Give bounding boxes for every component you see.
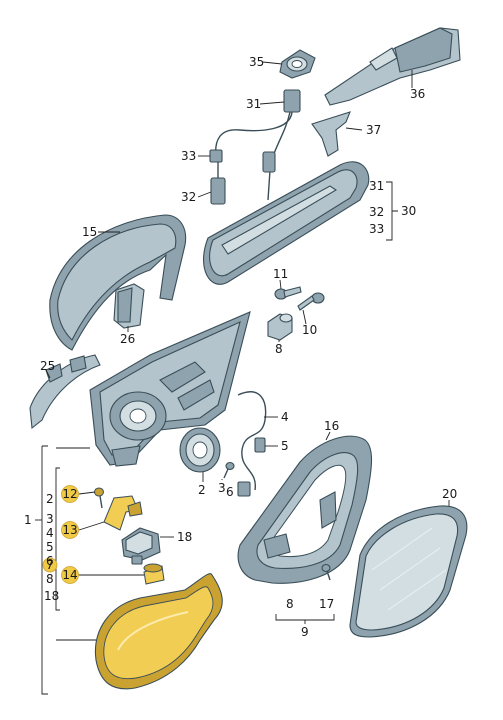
- leader-lines: [45, 61, 450, 538]
- badge-12: 12: [61, 485, 96, 503]
- group-item-3: 3: [46, 512, 54, 526]
- svg-text:14: 14: [62, 568, 77, 582]
- callout-33: 33: [181, 149, 196, 163]
- part-31-sensor-cable: [209, 89, 301, 205]
- part-35-ring-bracket: [279, 49, 316, 79]
- part-30-rearview-mirror: [203, 161, 370, 285]
- callout-35: 35: [249, 55, 264, 69]
- group-item-4: 4: [46, 526, 54, 540]
- group-item-2: 2: [46, 492, 54, 506]
- part-10-bolt: [297, 292, 325, 311]
- svg-text:13: 13: [62, 523, 77, 537]
- callout-18: 18: [177, 530, 192, 544]
- part-18-motor: [121, 527, 161, 565]
- part-8-sleeve: [267, 313, 293, 341]
- part-13-bracket: [103, 495, 143, 531]
- group-item-8: 8: [46, 572, 54, 586]
- bracket-item-31: 31: [369, 179, 384, 193]
- part-2-adjuster-ring: [179, 427, 221, 473]
- part-12-screw: [94, 487, 104, 509]
- bracket-item-8: 8: [286, 597, 294, 611]
- callout-26: 26: [120, 332, 135, 346]
- part-17-screw: [321, 563, 331, 581]
- callout-32: 32: [181, 190, 196, 204]
- part-1-mirror-base-frame: [89, 311, 251, 467]
- part-20-mirror-glass: [349, 505, 468, 638]
- group-item-7: 7: [46, 558, 54, 572]
- left-group-bracket: [35, 445, 96, 695]
- callout-2: 2: [198, 483, 206, 497]
- callout-16: 16: [324, 419, 339, 433]
- part-4-wiring-harness: [237, 391, 267, 497]
- callout-37: 37: [366, 123, 381, 137]
- callout-25: 25: [40, 359, 55, 373]
- bracket-item-33: 33: [369, 222, 384, 236]
- part-16-housing-frame: [237, 435, 373, 584]
- group-item-5: 5: [46, 540, 54, 554]
- group-item-18: 18: [44, 589, 59, 603]
- part-26-insert: [113, 283, 145, 329]
- callout-31: 31: [246, 97, 261, 111]
- badge-13: 13: [61, 521, 105, 539]
- bracket-total-30: 30: [401, 204, 416, 218]
- bracket-item-17: 17: [319, 597, 334, 611]
- callout-20: 20: [442, 487, 457, 501]
- callout-11: 11: [273, 267, 288, 281]
- part-housing-cover-highlighted: [94, 573, 223, 690]
- callout-6: 6: [226, 485, 234, 499]
- callout-36: 36: [410, 87, 425, 101]
- group-item-6: 6: [46, 554, 54, 568]
- part-11-screw: [274, 286, 302, 300]
- callout-3: 3: [218, 481, 226, 495]
- group-main-1: 1: [24, 513, 32, 527]
- part-37-clip: [311, 111, 351, 157]
- part-3-screw: [223, 461, 235, 479]
- part-14-plug: [143, 563, 165, 585]
- callout-5: 5: [281, 439, 289, 453]
- part-15-mirror-cap: [49, 214, 187, 351]
- badge-7: [42, 557, 58, 573]
- callout-8: 8: [275, 342, 283, 356]
- callout-15: 15: [82, 225, 97, 239]
- callout-10: 10: [302, 323, 317, 337]
- part-36-trim-strip: [324, 27, 461, 106]
- callout-4: 4: [281, 410, 289, 424]
- bracket-item-32: 32: [369, 205, 384, 219]
- badge-14: 14: [61, 566, 144, 584]
- bracket-total-9: 9: [301, 625, 309, 639]
- svg-text:12: 12: [62, 487, 77, 501]
